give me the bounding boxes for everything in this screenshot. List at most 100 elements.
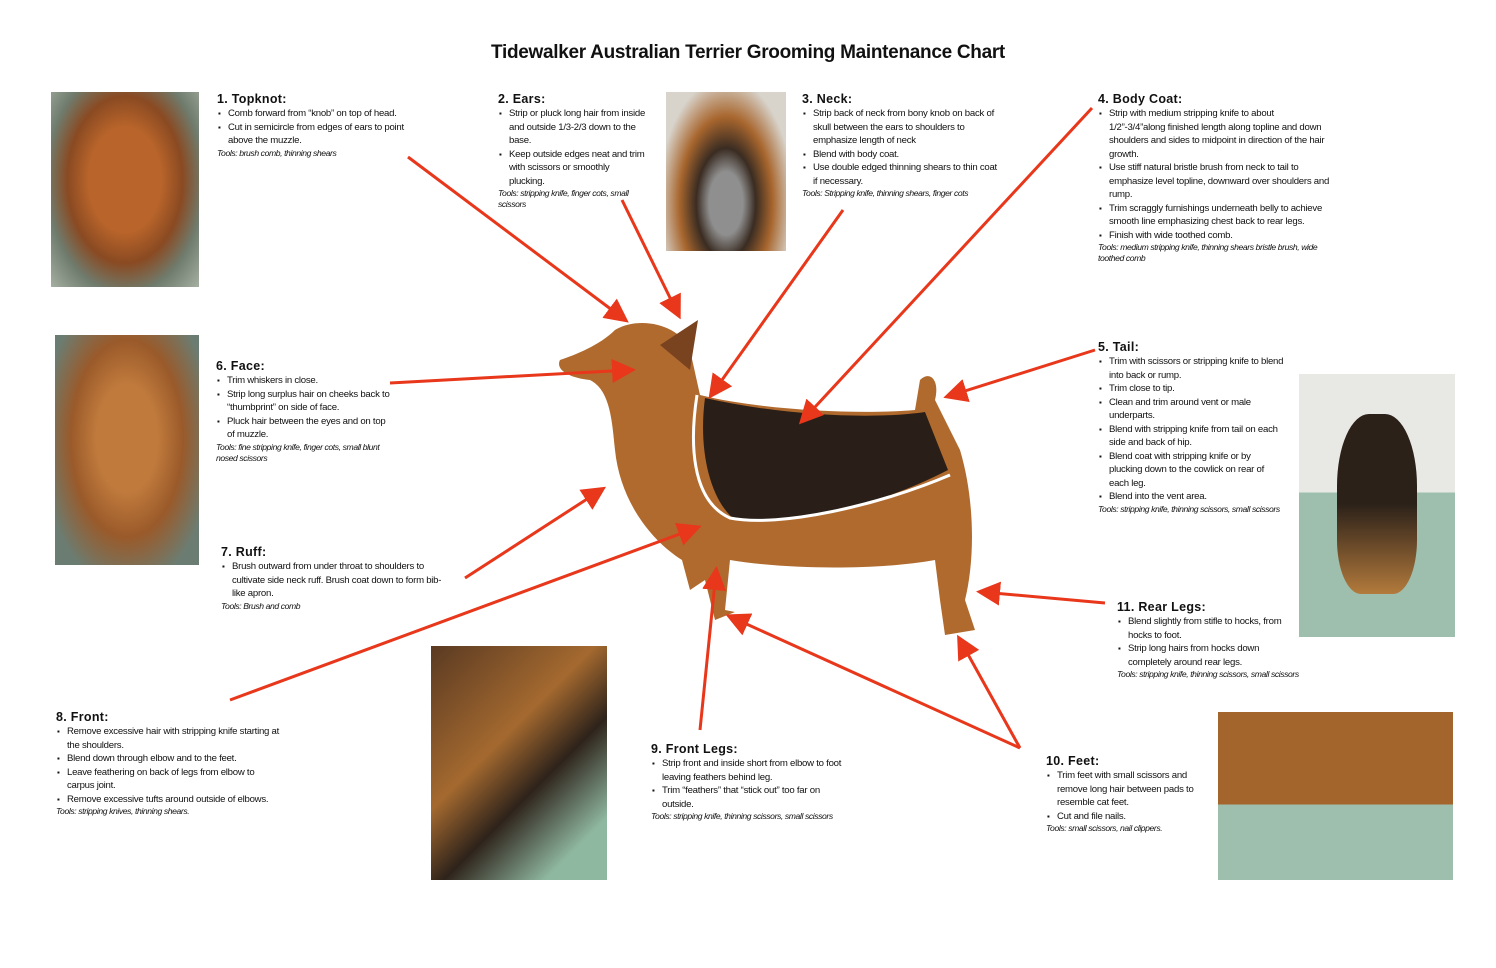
bullet-list: Strip or pluck long hair from inside and… xyxy=(498,107,646,188)
photo-face xyxy=(55,335,199,565)
photo-neck xyxy=(666,92,786,251)
bullet-item: Clean and trim around vent or male under… xyxy=(1098,396,1286,423)
tools-note: Tools: stripping knives, thinning shears… xyxy=(56,806,190,816)
bullet-item: Cut and file nails. xyxy=(1046,810,1218,824)
bullet-list: Strip front and inside short from elbow … xyxy=(651,757,843,811)
bullet-list: Comb forward from “knob” on top of head.… xyxy=(217,107,422,148)
section-heading: 3. Neck: xyxy=(802,92,853,106)
dog-saddle xyxy=(703,398,948,521)
tools-note: Tools: fine stripping knife, finger cots… xyxy=(216,441,380,463)
bullet-list: Blend slightly from stifle to hocks, fro… xyxy=(1117,615,1299,669)
tools-note: Tools: small scissors, nail clippers. xyxy=(1046,823,1163,833)
bullet-item: Trim “feathers” that “stick out” too far… xyxy=(651,784,843,811)
section-feet: 10. Feet:Trim feet with small scissors a… xyxy=(1046,754,1218,834)
bullet-item: Brush outward from under throat to shoul… xyxy=(221,560,453,601)
section-front: 8. Front:Remove excessive hair with stri… xyxy=(56,710,281,817)
bullet-item: Cut in semicircle from edges of ears to … xyxy=(217,121,422,148)
tools-note: Tools: stripping knife, thinning scissor… xyxy=(651,811,833,821)
section-heading: 11. Rear Legs: xyxy=(1117,600,1206,614)
bullet-item: Blend into the vent area. xyxy=(1098,490,1286,504)
tools-note: Tools: brush comb, thinning shears xyxy=(217,147,337,158)
section-heading: 2. Ears: xyxy=(498,92,546,106)
bullet-list: Trim whiskers in close.Strip long surplu… xyxy=(216,374,394,442)
tools-note: Tools: Stripping knife, thinning shears,… xyxy=(802,188,969,198)
bullet-item: Strip long hairs from hocks down complet… xyxy=(1117,642,1299,669)
bullet-item: Blend with body coat. xyxy=(802,148,1002,162)
photo-feet xyxy=(1218,712,1453,880)
arrows xyxy=(229,106,1106,750)
arrow-feet-front xyxy=(725,613,1021,750)
section-body-coat: 4. Body Coat:Strip with medium stripping… xyxy=(1098,92,1330,264)
section-heading: 8. Front: xyxy=(56,710,109,724)
section-neck: 3. Neck:Strip back of neck from bony kno… xyxy=(802,92,1002,199)
bullet-item: Remove excessive tufts around outside of… xyxy=(56,793,281,807)
bullet-item: Strip back of neck from bony knob on bac… xyxy=(802,107,1002,148)
section-heading: 7. Ruff: xyxy=(221,545,267,559)
arrow-neck xyxy=(708,209,845,399)
arrow-face xyxy=(389,358,636,385)
bullet-item: Blend slightly from stifle to hocks, fro… xyxy=(1117,615,1299,642)
arrow-feet-rear xyxy=(957,634,1022,749)
bullet-item: Trim scraggly furnishings underneath bel… xyxy=(1098,202,1330,229)
bullet-item: Pluck hair between the eyes and on top o… xyxy=(216,415,394,442)
arrow-ruff xyxy=(464,486,607,580)
bullet-item: Trim whiskers in close. xyxy=(216,374,394,388)
section-tail: 5. Tail:Trim with scissors or stripping … xyxy=(1098,340,1286,515)
bullet-list: Remove excessive hair with stripping kni… xyxy=(56,725,281,806)
bullet-list: Strip back of neck from bony knob on bac… xyxy=(802,107,1002,188)
tools-note: Tools: medium stripping knife, thinning … xyxy=(1098,242,1318,263)
arrow-rear-legs xyxy=(976,581,1106,606)
section-ears: 2. Ears:Strip or pluck long hair from in… xyxy=(498,92,646,210)
bullet-item: Blend with stripping knife from tail on … xyxy=(1098,423,1286,450)
chart-title: Tidewalker Australian Terrier Grooming M… xyxy=(491,42,1005,63)
arrow-body-coat xyxy=(798,106,1094,425)
bullet-item: Trim with scissors or stripping knife to… xyxy=(1098,355,1286,382)
bullet-item: Use double edged thinning shears to thin… xyxy=(802,161,1002,188)
dog-illustration xyxy=(559,320,975,635)
bullet-item: Blend down through elbow and to the feet… xyxy=(56,752,281,766)
section-topknot: 1. Topknot:Comb forward from “knob” on t… xyxy=(217,92,422,159)
tools-note: Tools: stripping knife, finger cots, sma… xyxy=(498,188,629,209)
bullet-item: Strip long surplus hair on cheeks back t… xyxy=(216,388,394,415)
section-rear-legs: 11. Rear Legs:Blend slightly from stifle… xyxy=(1117,600,1299,680)
tools-note: Tools: stripping knife, thinning scissor… xyxy=(1098,503,1280,514)
bullet-item: Strip front and inside short from elbow … xyxy=(651,757,843,784)
bullet-list: Strip with medium stripping knife to abo… xyxy=(1098,107,1330,242)
bullet-item: Comb forward from “knob” on top of head. xyxy=(217,107,422,121)
section-ruff: 7. Ruff:Brush outward from under throat … xyxy=(221,545,453,612)
section-front-legs: 9. Front Legs:Strip front and inside sho… xyxy=(651,742,843,822)
section-heading: 6. Face: xyxy=(216,359,265,373)
bullet-item: Use stiff natural bristle brush from nec… xyxy=(1098,161,1330,202)
bullet-item: Keep outside edges neat and trim with sc… xyxy=(498,148,646,189)
bullet-item: Blend coat with stripping knife or by pl… xyxy=(1098,450,1286,491)
photo-tail xyxy=(1299,374,1455,637)
section-heading: 10. Feet: xyxy=(1046,754,1100,768)
section-face: 6. Face:Trim whiskers in close.Strip lon… xyxy=(216,359,394,464)
photo-front xyxy=(431,646,607,880)
bullet-item: Finish with wide toothed comb. xyxy=(1098,229,1330,243)
bullet-item: Strip with medium stripping knife to abo… xyxy=(1098,107,1330,161)
dog-white-outline xyxy=(691,394,951,522)
arrow-ears xyxy=(620,199,681,320)
arrow-front-legs xyxy=(698,566,727,731)
bullet-item: Remove excessive hair with stripping kni… xyxy=(56,725,281,752)
photo-topknot xyxy=(51,92,199,287)
dog-rear-shape xyxy=(1337,414,1417,594)
section-heading: 4. Body Coat: xyxy=(1098,92,1183,106)
section-heading: 5. Tail: xyxy=(1098,340,1140,354)
arrow-tail xyxy=(943,348,1096,403)
bullet-list: Trim with scissors or stripping knife to… xyxy=(1098,355,1286,504)
bullet-item: Trim close to tip. xyxy=(1098,382,1286,396)
bullet-item: Leave feathering on back of legs from el… xyxy=(56,766,281,793)
tools-note: Tools: Brush and comb xyxy=(221,600,301,611)
bullet-list: Brush outward from under throat to shoul… xyxy=(221,560,453,601)
bullet-list: Trim feet with small scissors and remove… xyxy=(1046,769,1218,823)
section-heading: 1. Topknot: xyxy=(217,92,287,106)
bullet-item: Trim feet with small scissors and remove… xyxy=(1046,769,1218,810)
dog-ear xyxy=(660,320,698,370)
section-heading: 9. Front Legs: xyxy=(651,742,738,756)
arrow-front xyxy=(229,522,702,702)
tools-note: Tools: stripping knife, thinning scissor… xyxy=(1117,669,1299,679)
bullet-item: Strip or pluck long hair from inside and… xyxy=(498,107,646,148)
